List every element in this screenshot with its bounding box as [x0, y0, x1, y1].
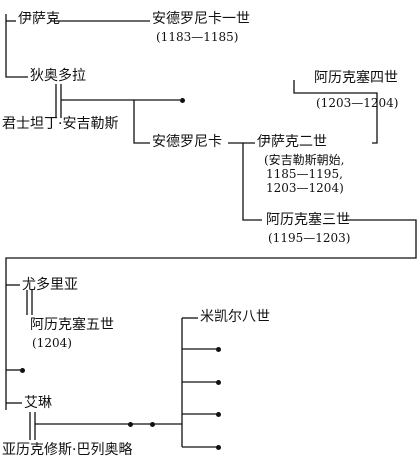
line-alexios3-down — [5, 219, 417, 410]
unnamed-child-dot — [150, 422, 155, 427]
line-descent-to-andronikos — [133, 100, 150, 144]
person-isaac2: 伊萨克二世 — [257, 134, 327, 150]
person-isaac: 伊萨克 — [18, 11, 60, 27]
note-isaac2-2: 1185—1195, — [266, 167, 343, 181]
line-isaac2-alexios4 — [293, 80, 378, 144]
unnamed-child-dot — [216, 347, 221, 352]
person-michael8: 米凯尔八世 — [200, 309, 270, 325]
person-constantine: 君士坦丁·安吉勒斯 — [2, 116, 119, 132]
person-alexios3: 阿历克塞三世 — [266, 212, 350, 228]
unnamed-child-dot — [216, 380, 221, 385]
person-alexios4: 阿历克塞四世 — [314, 70, 398, 86]
person-alexios-branas: 亚历克修斯·巴列奥略 — [2, 442, 133, 458]
note-isaac2-1: (安吉勒斯朝始, — [264, 153, 345, 167]
person-alexios5: 阿历克塞五世 — [30, 317, 114, 333]
marriage-eudokia-alexios5 — [26, 290, 33, 315]
unnamed-child-dot — [20, 368, 25, 373]
person-theodora: 狄奥多拉 — [30, 68, 86, 84]
reign-alexios3: (1195—1203) — [268, 231, 351, 245]
reign-alexios5: (1204) — [32, 336, 72, 350]
line-isaac-trunk — [5, 14, 28, 78]
reign-andronikos1: (1183—1185) — [156, 30, 239, 44]
reign-alexios4: (1203—1204) — [316, 96, 399, 110]
note-isaac2-3: 1203—1204) — [266, 181, 344, 195]
person-andronikos: 安德罗尼卡 — [152, 134, 222, 150]
marriage-irene-branas — [29, 412, 36, 440]
person-irene: 艾琳 — [24, 395, 52, 411]
person-eudokia: 尤多里亚 — [22, 277, 78, 293]
person-andronikos1: 安德罗尼卡一世 — [152, 11, 250, 27]
unnamed-child-dot — [180, 98, 185, 103]
unnamed-child-dot — [216, 445, 221, 450]
unnamed-child-dot — [128, 422, 133, 427]
unnamed-child-dot — [216, 412, 221, 417]
marriage-theodora-constantine — [55, 84, 62, 118]
line-alexios3-branch — [242, 143, 262, 221]
